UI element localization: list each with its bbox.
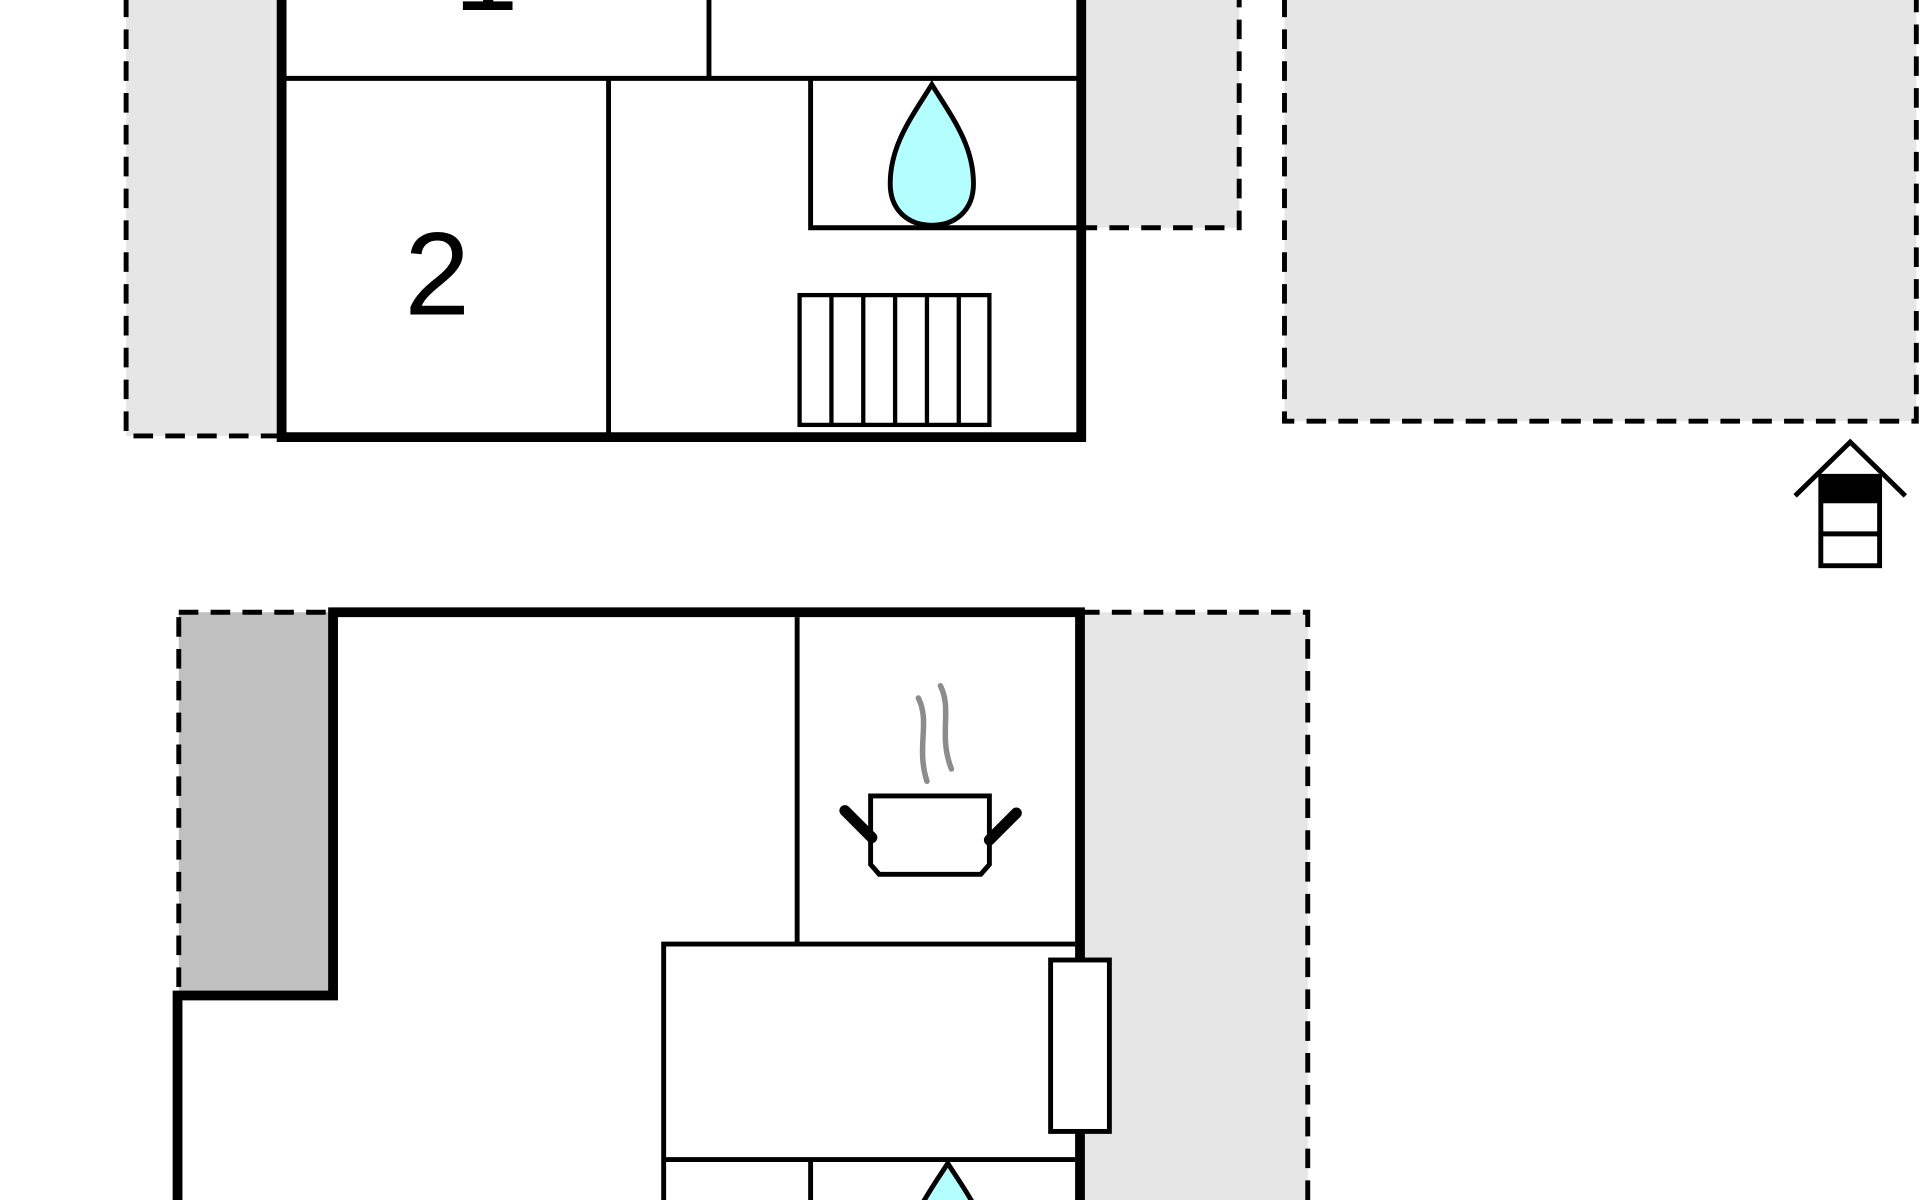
terrace-left-upper	[123, 0, 285, 439]
terrace-right-lower	[1077, 609, 1311, 1200]
window-frame	[1048, 957, 1112, 1134]
terrace-right-upper	[1077, 0, 1242, 231]
water-drop-icon	[887, 79, 976, 228]
lower-floor-unit	[172, 607, 1112, 1200]
upper-interior-walls	[281, 0, 1078, 435]
room-2-label: 2	[404, 209, 469, 340]
terrace-left-lower	[176, 609, 337, 997]
house-floor-icon	[1793, 438, 1908, 569]
stairs-icon	[797, 292, 992, 428]
terrace-far-right	[1282, 0, 1919, 424]
room-1-label: 1	[454, 0, 518, 35]
cooking-pot-icon	[839, 682, 1022, 877]
upper-floor-unit: 1 2	[276, 0, 1087, 443]
lower-outer-walls	[172, 607, 1085, 1200]
outdoor-areas	[123, 0, 1919, 1200]
lower-interior-walls	[661, 617, 1076, 1200]
water-drop-icon	[921, 1158, 974, 1200]
